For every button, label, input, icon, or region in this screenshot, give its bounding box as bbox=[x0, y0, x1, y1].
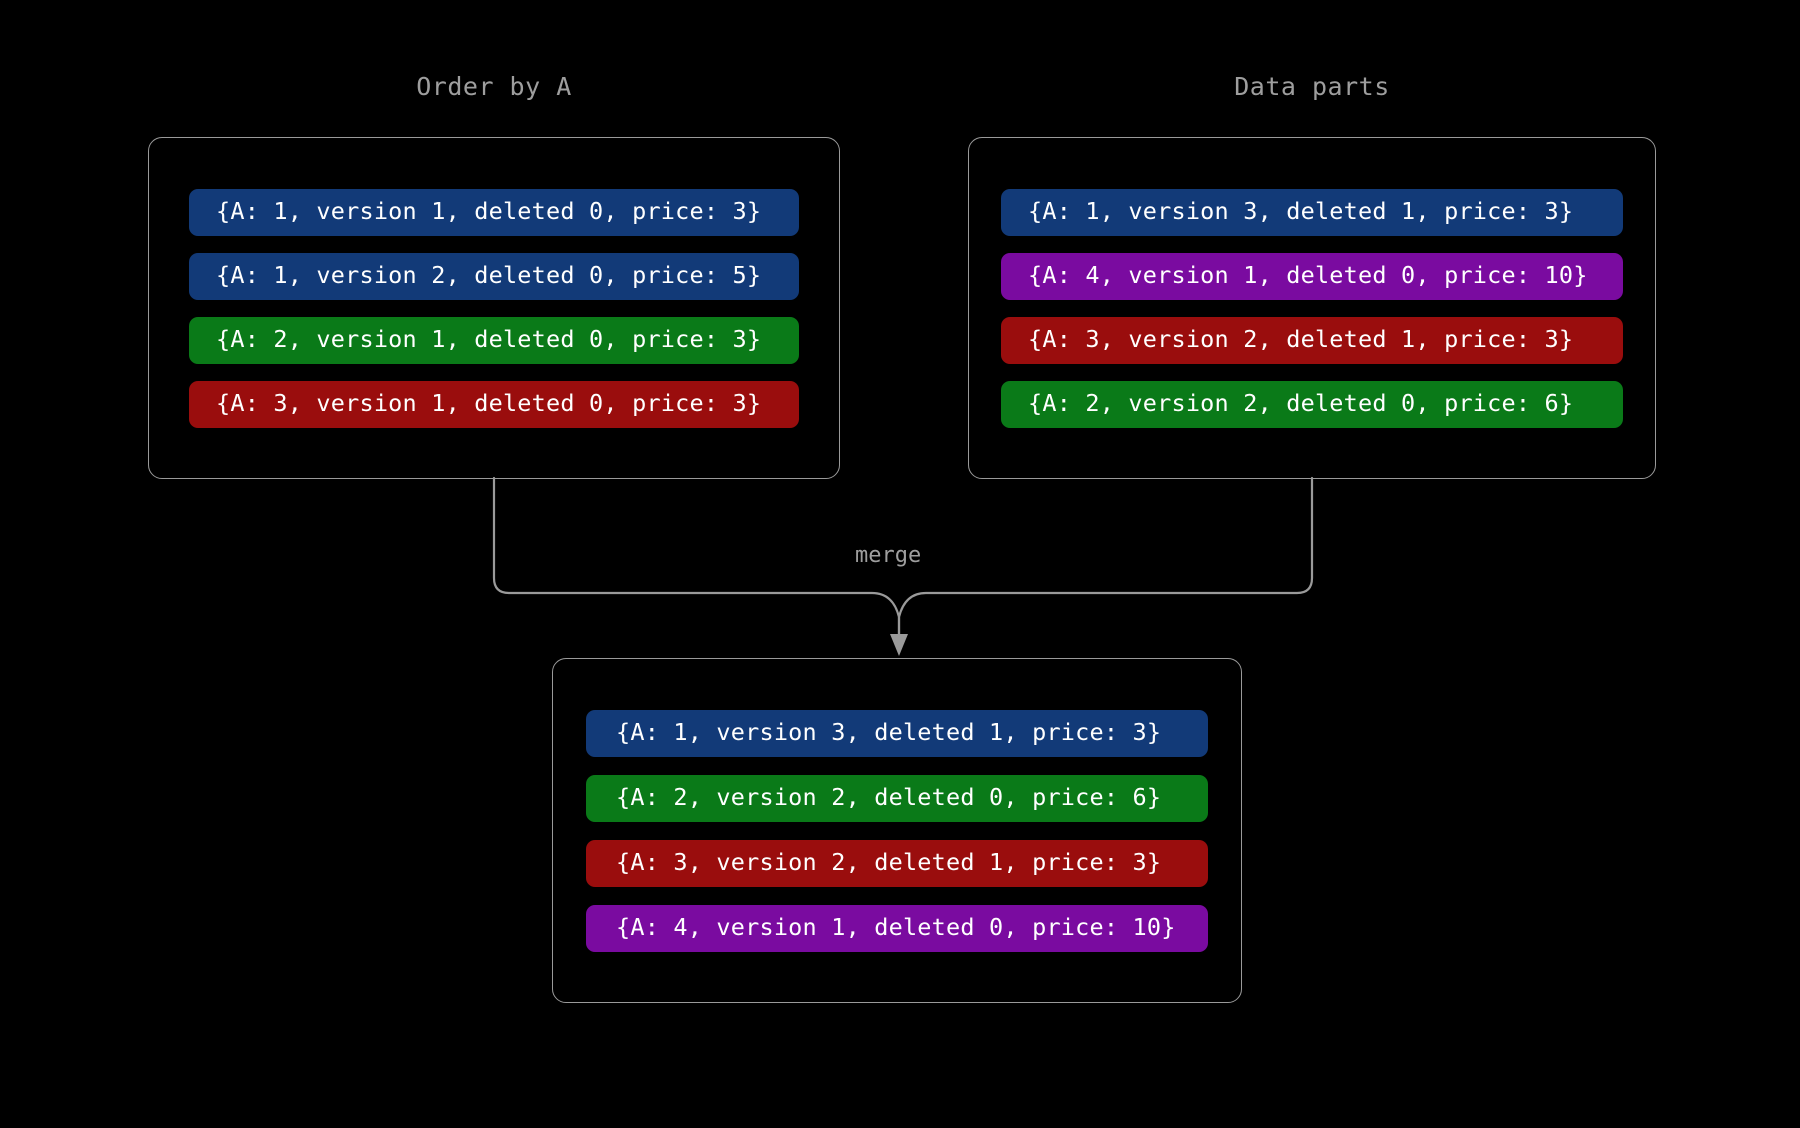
record-chip[interactable]: {A: 2, version 2, deleted 0, price: 6} bbox=[1001, 380, 1623, 428]
record-chip[interactable]: {A: 3, version 2, deleted 1, price: 3} bbox=[1001, 316, 1623, 364]
record-chip[interactable]: {A: 1, version 3, deleted 1, price: 3} bbox=[1001, 188, 1623, 236]
record-chip[interactable]: {A: 2, version 2, deleted 0, price: 6} bbox=[586, 774, 1208, 822]
panel-data-parts-rows: {A: 1, version 3, deleted 1, price: 3} {… bbox=[969, 188, 1655, 428]
connector-path-right bbox=[897, 476, 1314, 650]
panel-order-by-a-rows: {A: 1, version 1, deleted 0, price: 3} {… bbox=[149, 188, 839, 428]
record-chip[interactable]: {A: 3, version 2, deleted 1, price: 3} bbox=[586, 839, 1208, 887]
panel-title-order-by-a: Order by A bbox=[416, 72, 572, 101]
down-arrow-icon bbox=[890, 634, 908, 656]
connector-path-left bbox=[492, 476, 901, 650]
record-chip[interactable]: {A: 3, version 1, deleted 0, price: 3} bbox=[189, 380, 799, 428]
record-chip[interactable]: {A: 2, version 1, deleted 0, price: 3} bbox=[189, 316, 799, 364]
panel-merged-result: {A: 1, version 3, deleted 1, price: 3} {… bbox=[552, 658, 1242, 1003]
record-chip[interactable]: {A: 4, version 1, deleted 0, price: 10} bbox=[1001, 252, 1623, 300]
merge-label: merge bbox=[855, 543, 922, 568]
record-chip[interactable]: {A: 1, version 3, deleted 1, price: 3} bbox=[586, 709, 1208, 757]
panel-title-data-parts: Data parts bbox=[1234, 72, 1390, 101]
panel-merged-result-rows: {A: 1, version 3, deleted 1, price: 3} {… bbox=[553, 709, 1241, 952]
panel-data-parts: {A: 1, version 3, deleted 1, price: 3} {… bbox=[968, 137, 1656, 479]
panel-order-by-a: {A: 1, version 1, deleted 0, price: 3} {… bbox=[148, 137, 840, 479]
record-chip[interactable]: {A: 1, version 1, deleted 0, price: 3} bbox=[189, 188, 799, 236]
record-chip[interactable]: {A: 4, version 1, deleted 0, price: 10} bbox=[586, 904, 1208, 952]
record-chip[interactable]: {A: 1, version 2, deleted 0, price: 5} bbox=[189, 252, 799, 300]
